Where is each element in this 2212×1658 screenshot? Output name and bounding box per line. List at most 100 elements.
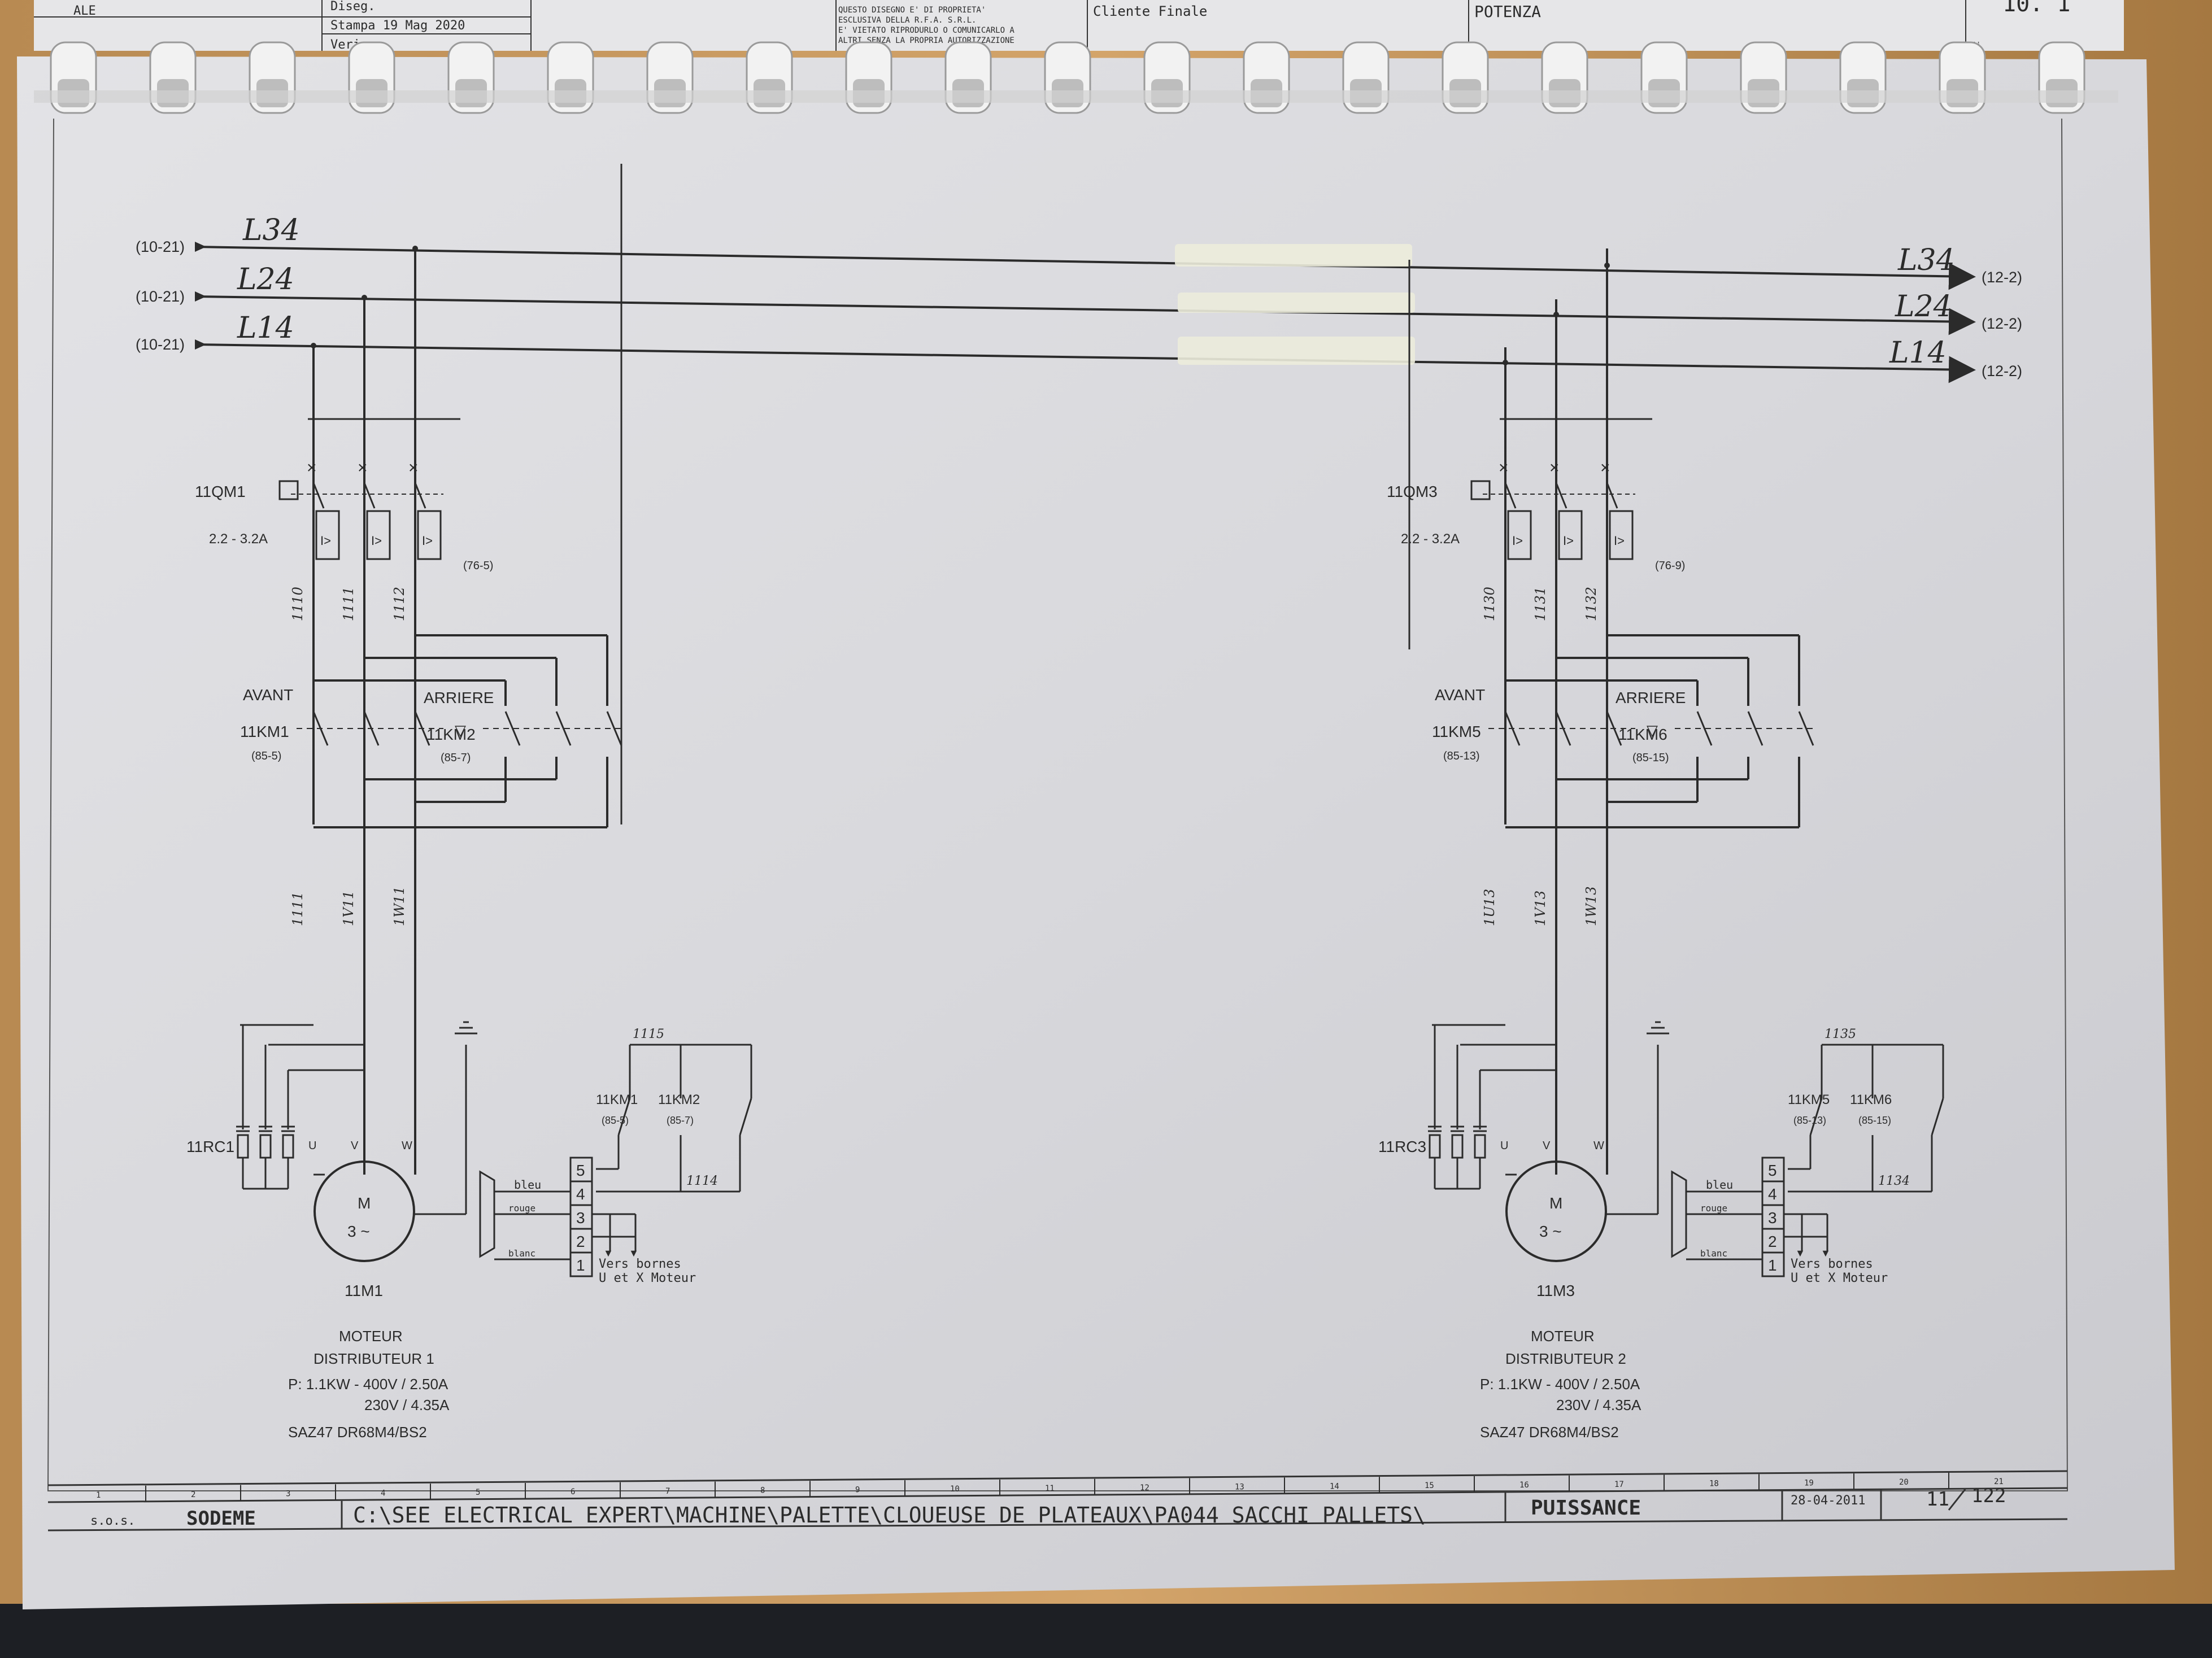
motor-description-line: SAZ47 DR68M4/BS2	[1480, 1424, 1619, 1441]
floor-shadow	[0, 1604, 2212, 1658]
reverse-contact	[606, 711, 622, 746]
binding-strip	[34, 90, 2118, 103]
footer-path: C:\SEE ELECTRICAL EXPERT\MACHINE\PALETTE…	[353, 1503, 1426, 1528]
wire-label-top: 1111	[341, 587, 356, 621]
notice-line-1: QUESTO DISEGNO E' DI PROPRIETA'	[838, 6, 986, 15]
thermal-element	[1507, 510, 1532, 560]
breaker-contact-mark: ×	[1600, 459, 1610, 477]
breaker-pole-switch	[312, 482, 325, 509]
motor-description-line: SAZ47 DR68M4/BS2	[288, 1424, 427, 1441]
wire-label-bottom: 1U13	[1482, 889, 1497, 926]
reverse-contact	[504, 711, 521, 746]
footer-column-number: 2	[191, 1490, 195, 1499]
breaker-tag: 11QM1	[195, 483, 246, 500]
motor-description-line: 230V / 4.35A	[364, 1397, 450, 1413]
terminal-note-1: Vers bornes	[1791, 1257, 1873, 1271]
aux-contact-2	[1931, 1098, 1944, 1136]
thermal-element	[1609, 510, 1634, 560]
label-arriere: ARRIERE	[1616, 689, 1686, 706]
wire-label-bottom: 1V11	[341, 891, 356, 926]
terminal-number: 5	[1768, 1162, 1777, 1179]
motor-terminal-W: W	[1593, 1140, 1604, 1152]
terminal-note-2: U et X Moteur	[599, 1271, 696, 1285]
motor-description-line: MOTEUR	[339, 1328, 403, 1345]
contactor-forward-tag: 11KM1	[240, 723, 289, 740]
motor-terminal-U: U	[1500, 1140, 1508, 1152]
terminal-number: 3	[576, 1209, 585, 1227]
junction-dot	[311, 343, 316, 348]
solenoid-plug-icon	[479, 1170, 495, 1258]
motor-terminal-V: V	[1543, 1140, 1551, 1152]
footer-column-number: 12	[1140, 1484, 1149, 1493]
thermal-element	[1558, 510, 1583, 560]
wire-label-top: 1131	[1532, 587, 1548, 621]
aux-contact-1	[617, 1098, 631, 1136]
motor-description-line: P: 1.1KW - 400V / 2.50A	[288, 1376, 449, 1393]
line-name-left-1: L34	[242, 213, 300, 247]
breaker-contact-mark: ×	[1499, 459, 1509, 477]
motor-description-line: MOTEUR	[1531, 1328, 1595, 1345]
footer-column-number: 11	[1045, 1484, 1055, 1493]
line-ref-left-3: (10-21)	[136, 336, 185, 353]
footer-total: 122	[1971, 1485, 2006, 1507]
supply-input-arrows	[195, 242, 206, 350]
footer-column-number: 19	[1804, 1478, 1814, 1487]
footer-column-number: 9	[855, 1485, 860, 1494]
breaker-handle-icon	[1470, 480, 1491, 500]
breaker-tag: 11QM3	[1387, 483, 1438, 500]
aux-contactor-2-ref: (85-15)	[1858, 1115, 1891, 1126]
wire-color-bleu: bleu	[1706, 1178, 1733, 1192]
wire-label-top: 1132	[1583, 587, 1599, 621]
motor-label-phase: 3 ~	[347, 1223, 370, 1240]
breaker-contact-mark: ×	[1549, 459, 1560, 477]
breaker-pole-switch	[1504, 482, 1517, 509]
breaker-handle-icon	[278, 480, 299, 500]
aux-wire-top: 1135	[1825, 1027, 1856, 1041]
footer-title: PUISSANCE	[1531, 1496, 1641, 1520]
drawing-frame	[47, 118, 2069, 1491]
wire-label-bottom: 1V13	[1532, 891, 1548, 926]
footer-column-number: 7	[665, 1487, 670, 1496]
arrow-down-icon: ▼	[629, 1247, 639, 1259]
terminal-note-2: U et X Moteur	[1791, 1271, 1888, 1285]
contactor-reverse-tag: 11KM6	[1618, 726, 1667, 743]
footer-column-number: 3	[286, 1490, 290, 1499]
thermal-symbol: I>	[1563, 534, 1574, 548]
header-cell-3: Stampa 19 Mag 2020	[330, 19, 465, 33]
wire-label-top: 1112	[391, 587, 407, 621]
breaker-pole-switch	[1555, 482, 1567, 509]
thermal-element	[417, 510, 442, 560]
section-label: POTENZA	[1474, 2, 1541, 21]
breaker-pole-switch	[414, 482, 426, 509]
thermal-element	[315, 510, 340, 560]
motor-label-phase: 3 ~	[1539, 1223, 1562, 1240]
notice-line-3: E' VIETATO RIPRODURLO O COMUNICARLO A	[838, 26, 1014, 35]
label-avant: AVANT	[1435, 686, 1485, 704]
footer-column-number: 13	[1235, 1483, 1244, 1492]
footer-date: 28-04-2011	[1791, 1494, 1865, 1508]
rc-tag: 11RC3	[1378, 1138, 1426, 1155]
contactor-reverse-ref: (85-7)	[441, 752, 471, 764]
thermal-element	[366, 510, 391, 560]
breaker-reference: (76-9)	[1655, 560, 1685, 572]
contactor-forward-tag: 11KM5	[1432, 723, 1481, 740]
breaker-contact-mark: ×	[358, 459, 368, 477]
terminal-number: 3	[1768, 1209, 1777, 1227]
breaker-pole-switch	[363, 482, 376, 509]
aux-contactor-1: 11KM1	[596, 1092, 638, 1107]
footer-column-number: 8	[760, 1486, 765, 1495]
terminal-number: 5	[576, 1162, 585, 1179]
thermal-symbol: I>	[320, 534, 331, 548]
footer-company-small: s.o.s.	[90, 1514, 135, 1528]
motor-circle	[313, 1160, 415, 1262]
footer-column-number: 17	[1614, 1480, 1624, 1489]
breaker-pole-switch	[1606, 482, 1618, 509]
terminal-note-1: Vers bornes	[599, 1257, 681, 1271]
footer-page-slash	[1948, 1488, 1967, 1511]
notice-line-2: ESCLUSIVA DELLA R.F.A. S.R.L.	[838, 16, 976, 25]
aux-contactor-1: 11KM5	[1788, 1092, 1830, 1107]
supply-lines	[194, 246, 1976, 383]
